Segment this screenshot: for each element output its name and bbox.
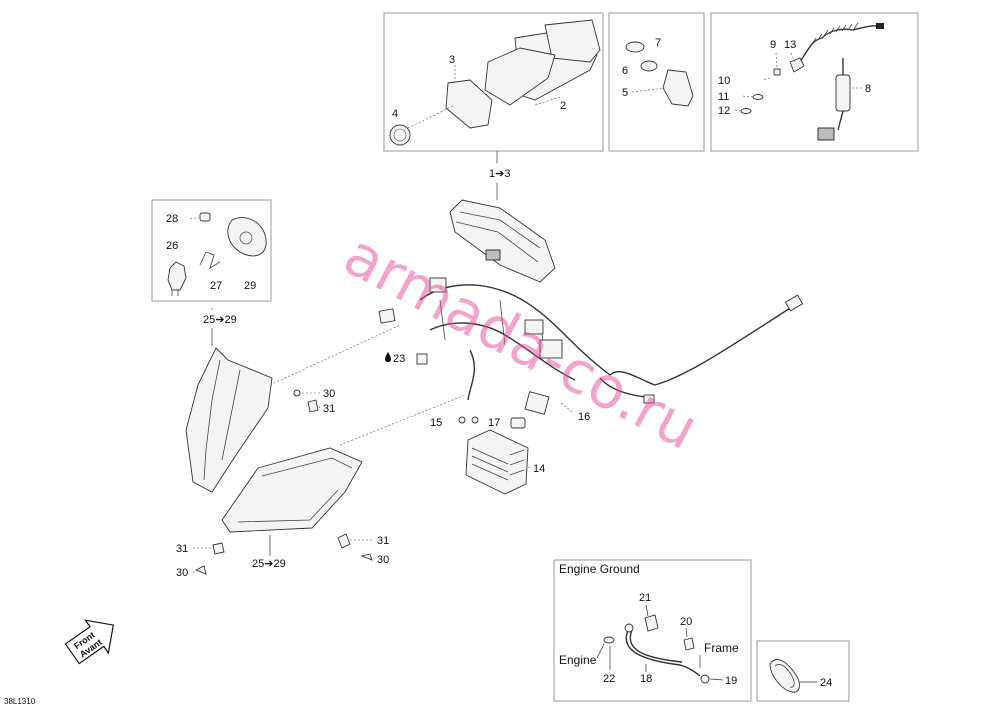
callout-15: 15: [430, 417, 442, 429]
callout-17: 17: [488, 417, 500, 429]
callout-5: 5: [622, 87, 628, 99]
engine-ground-title: Engine Ground: [559, 562, 640, 576]
callout-25-29-bottom: 25➔29: [252, 558, 286, 570]
callout-2: 2: [560, 100, 566, 112]
callout-29: 29: [244, 280, 256, 292]
callout-10: 10: [718, 75, 730, 87]
callout-16: 16: [578, 411, 590, 423]
box-ignition-switch: 7 6 5: [608, 12, 705, 152]
outlet-socket-part: [835, 74, 851, 112]
callout-20: 20: [680, 616, 692, 628]
coiled-cord-part: [799, 25, 881, 63]
box-headlight-bulb: 28 26 27 29: [151, 199, 272, 302]
ground-cable-part: [625, 629, 701, 677]
drawing-code: 38L1310: [4, 697, 36, 706]
callout-28: 28: [166, 213, 178, 225]
callout-27: 27: [210, 280, 222, 292]
gauge-lens-part: [484, 47, 556, 106]
box-engine-ground: Engine Ground 21 20 Frame Engine 22 18 1…: [553, 559, 752, 702]
bulb-socket-cap-part: [199, 212, 211, 222]
callout-18: 18: [640, 673, 652, 685]
callout-11: 11: [718, 91, 729, 103]
callout-1-3: 1➔3: [489, 168, 510, 180]
callout-24: 24: [820, 677, 832, 689]
callout-21: 21: [639, 592, 651, 604]
callout-7: 7: [655, 37, 661, 49]
callout-25-29-top: 25➔29: [203, 314, 237, 326]
callout-4: 4: [392, 108, 398, 120]
engine-label: Engine: [559, 653, 597, 667]
callout-3: 3: [449, 54, 455, 66]
callout-31-c: 31: [176, 543, 188, 555]
callout-26: 26: [166, 240, 178, 252]
seal-part: [769, 659, 800, 693]
callout-12: 12: [718, 105, 730, 117]
spring-clip-part: [199, 251, 221, 269]
o-ring-part: [752, 94, 764, 100]
plug-part: [773, 68, 781, 76]
callout-19: 19: [725, 675, 737, 687]
reflector-part: [227, 217, 267, 257]
callout-23: 23: [393, 353, 405, 365]
wiring-harness-part: [378, 277, 804, 415]
gauge-dial-part: [389, 124, 411, 146]
callout-30-c: 30: [176, 567, 188, 579]
gauge-bezel-part: [445, 79, 493, 129]
bolt-part: [644, 614, 659, 632]
callout-31-a: 31: [323, 403, 335, 415]
front-direction-indicator: Front Avant: [64, 619, 114, 665]
headlight-bulb-part: [167, 261, 187, 291]
callout-30-a: 30: [323, 388, 335, 400]
callout-31-b: 31: [377, 535, 389, 547]
callout-14: 14: [533, 463, 545, 475]
washer-part: [740, 108, 752, 114]
voltage-regulator-part: [465, 429, 529, 495]
instrument-cluster-part: [449, 199, 556, 283]
cap-part: [789, 57, 805, 73]
callout-8: 8: [865, 83, 871, 95]
headlight-housing-left-part: [185, 347, 273, 493]
callout-6: 6: [622, 65, 628, 77]
nut-part: [683, 637, 695, 651]
callout-22: 22: [603, 673, 615, 685]
callout-30-b: 30: [377, 554, 389, 566]
callout-9: 9: [770, 39, 776, 51]
grease-drop-icon: [385, 352, 391, 362]
box-power-outlet: 9 13 8 10 11 12: [710, 12, 919, 152]
ignition-switch-part: [662, 69, 694, 107]
box-seal: 24: [756, 640, 850, 702]
switch-nut-part: [625, 41, 645, 53]
headlight-lens-part: [221, 447, 363, 533]
box-gauge-assembly: 3 2 4: [383, 12, 604, 152]
callout-13: 13: [784, 39, 796, 51]
frame-label: Frame: [704, 641, 739, 655]
ground-washer-part: [603, 636, 615, 644]
switch-washer-part: [640, 60, 658, 72]
